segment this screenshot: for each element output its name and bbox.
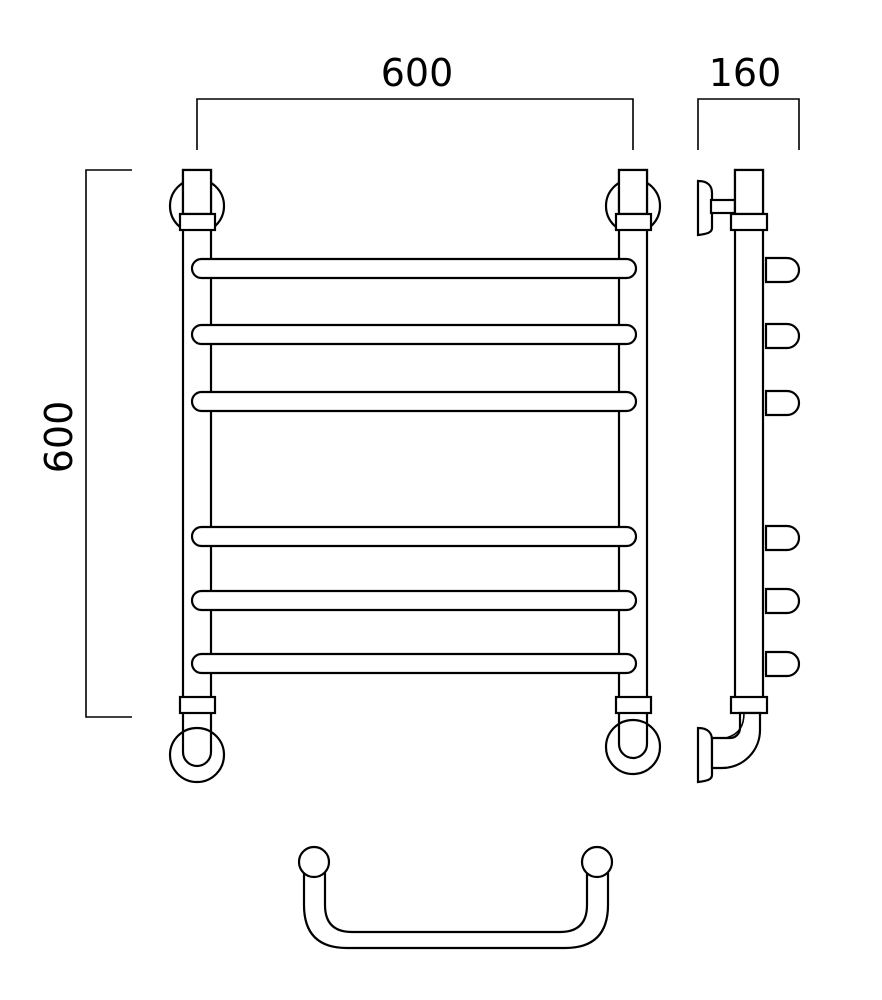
height-dimension: 600 (37, 169, 132, 718)
bottom-view (297, 845, 614, 950)
width-dimension: 600 (196, 51, 634, 150)
bottom-view-right-inlet (580, 845, 614, 879)
rung-3 (190, 390, 638, 413)
rung-6 (190, 652, 638, 675)
depth-dimension: 160 (697, 51, 800, 150)
side-top-cap (733, 168, 765, 216)
side-rung-stub-2 (764, 322, 801, 350)
right-top-nut (614, 212, 653, 232)
side-riser (733, 168, 765, 712)
side-rung-stub-4 (764, 524, 801, 552)
left-riser (181, 168, 213, 712)
right-top-cap (617, 168, 649, 216)
left-top-nut (178, 212, 217, 232)
bottom-view-outer-tube (302, 862, 610, 950)
rung-4 (190, 525, 638, 548)
side-rung-stub-6 (764, 650, 801, 678)
width-dimension-line (196, 98, 634, 150)
rung-1 (190, 257, 638, 280)
side-rung-stub-1 (764, 256, 801, 284)
height-dimension-line (85, 169, 132, 718)
side-top-nut (729, 212, 769, 232)
bottom-left-bend (168, 713, 226, 784)
bottom-view-inner-tube (323, 862, 589, 934)
top-wall-bracket (696, 179, 737, 237)
depth-dimension-label: 160 (709, 51, 782, 95)
bottom-view-left-inlet (297, 845, 331, 879)
right-bottom-nut (614, 695, 653, 715)
front-view (168, 168, 662, 784)
depth-dimension-line (697, 98, 800, 150)
left-top-cap (181, 168, 213, 216)
right-riser (617, 168, 649, 712)
bottom-wall-elbow (696, 711, 762, 784)
side-rung-stub-5 (764, 587, 801, 615)
height-dimension-label: 600 (37, 401, 81, 474)
rung-2 (190, 323, 638, 346)
side-rung-stub-3 (764, 389, 801, 417)
side-view (696, 168, 801, 784)
left-bottom-nut (178, 695, 217, 715)
side-bottom-nut (729, 695, 769, 715)
rung-5 (190, 589, 638, 612)
bottom-right-bend (604, 713, 662, 776)
width-dimension-label: 600 (381, 51, 454, 95)
